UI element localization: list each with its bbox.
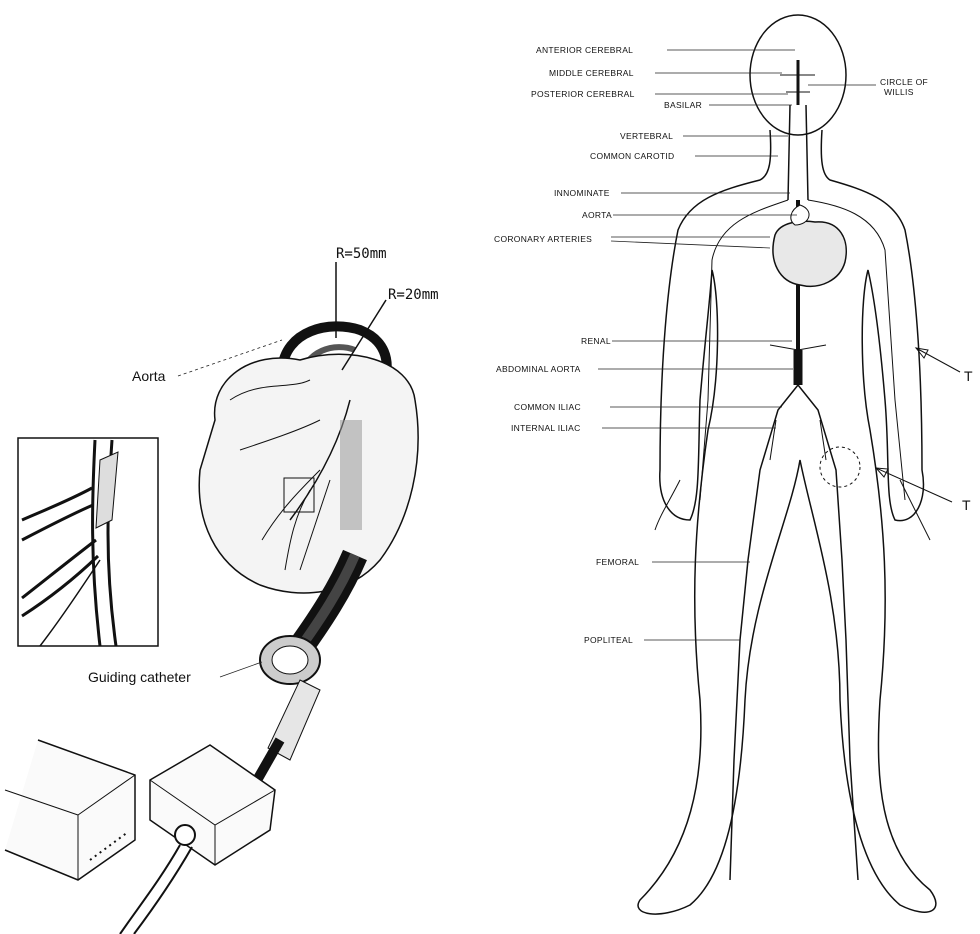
arrow-label-upper: T [964,368,973,384]
right-figure: T T ANTERIOR CEREBRAL MIDDLE CEREBRAL [494,15,973,914]
label-willis: WILLIS [884,87,914,97]
label-aorta-body: AORTA [582,210,612,220]
label-middle-cerebral: MIDDLE CEREBRAL [549,68,634,78]
arrow-label-lower: T [962,497,971,513]
arrow-lower [876,468,952,502]
body-heart [773,205,846,286]
label-common-carotid: COMMON CAROTID [590,151,674,161]
label-abdominal-aorta: ABDOMINAL AORTA [496,364,581,374]
label-anterior-cerebral: ANTERIOR CEREBRAL [536,45,633,55]
label-aorta: Aorta [132,368,166,384]
arrow-upper [916,348,960,372]
label-basilar: BASILAR [664,100,702,110]
label-renal: RENAL [581,336,611,346]
inset-detail-box [18,438,158,646]
label-coronary-arteries: CORONARY ARTERIES [494,234,592,244]
left-figure: R=50mm R=20mm Aorta Guiding catheter [5,246,439,934]
dashed-circle-groin [820,447,860,487]
heart-illustration [199,354,418,593]
body-outline [638,15,936,914]
label-common-iliac: COMMON ILIAC [514,402,581,412]
connector-block [120,745,275,934]
label-femoral: FEMORAL [596,557,639,567]
label-posterior-cerebral: POSTERIOR CEREBRAL [531,89,635,99]
label-r50: R=50mm [336,246,387,262]
instrument-box [5,740,135,880]
label-vertebral: VERTEBRAL [620,131,673,141]
label-innominate: INNOMINATE [554,188,610,198]
label-internal-iliac: INTERNAL ILIAC [511,423,581,433]
label-popliteal: POPLITEAL [584,635,633,645]
label-circle-of: CIRCLE OF [880,77,928,87]
label-r20: R=20mm [388,287,439,303]
label-guiding-catheter: Guiding catheter [88,669,191,685]
